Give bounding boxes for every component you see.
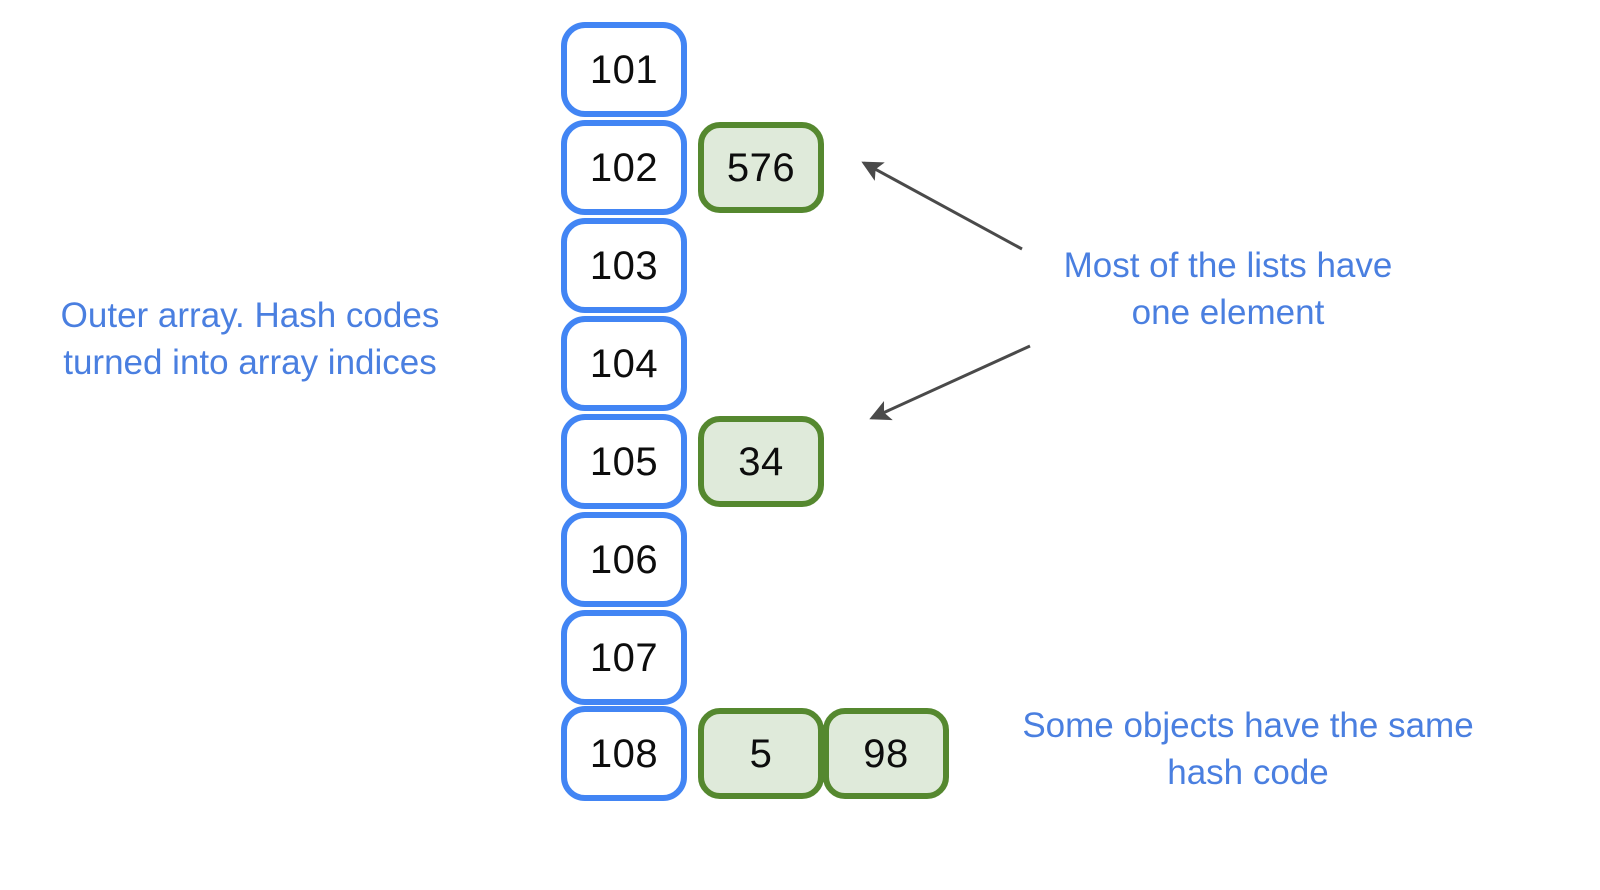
bucket-index-cell[interactable]: 107 <box>561 610 687 705</box>
bucket-index-cell[interactable]: 102 <box>561 120 687 215</box>
bucket-entry-cell[interactable]: 5 <box>698 708 824 799</box>
bucket-index-cell[interactable]: 108 <box>561 706 687 801</box>
bucket-index-cell[interactable]: 101 <box>561 22 687 117</box>
bucket-entry-cell[interactable]: 98 <box>823 708 949 799</box>
bucket-index-cell[interactable]: 104 <box>561 316 687 411</box>
bucket-entry-cell[interactable]: 576 <box>698 122 824 213</box>
annotation-most-lists-one-element: Most of the lists have one element <box>1063 246 1393 333</box>
bucket-entry-cell[interactable]: 34 <box>698 416 824 507</box>
bucket-index-cell[interactable]: 105 <box>561 414 687 509</box>
bucket-index-cell[interactable]: 106 <box>561 512 687 607</box>
annotation-same-hash-code: Some objects have the same hash code <box>1022 706 1474 793</box>
bucket-index-cell[interactable]: 103 <box>561 218 687 313</box>
arrow-to-entry-576 <box>861 161 1023 251</box>
annotation-outer-array: Outer array. Hash codes turned into arra… <box>60 296 440 383</box>
arrow-to-entry-34 <box>869 344 1031 421</box>
